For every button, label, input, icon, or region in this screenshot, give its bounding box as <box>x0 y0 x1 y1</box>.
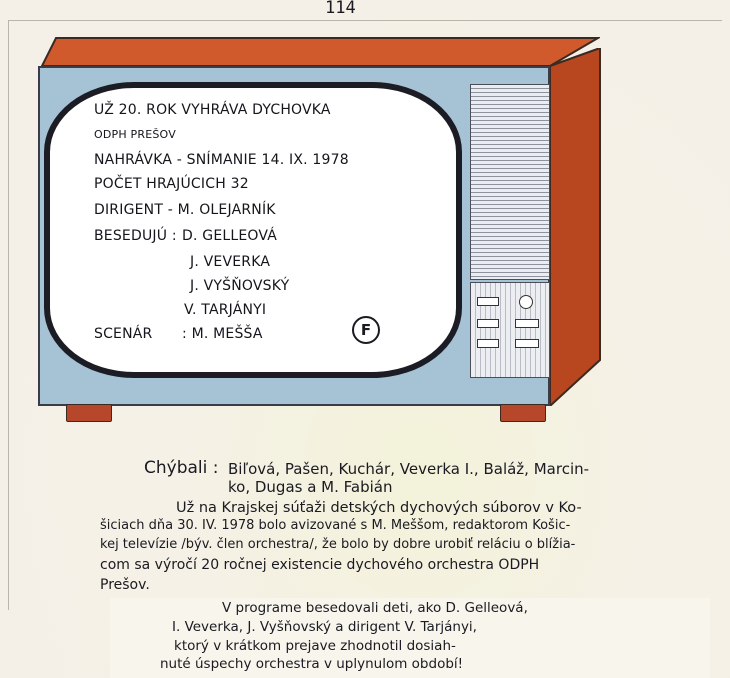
note-line: I. Veverka, J. Vyšňovský a dirigent V. T… <box>172 619 477 635</box>
body-text-line: Už na Krajskej súťaži detských dychových… <box>176 500 582 516</box>
screen-line-guest: J. VEVERKA <box>190 254 271 270</box>
tv-top-panel <box>40 37 600 66</box>
screen-line-recording: NAHRÁVKA - SNÍMANIE 14. IX. 1978 <box>94 152 349 168</box>
top-rule <box>8 20 722 21</box>
screen-line-script-label: SCENÁR <box>94 326 153 342</box>
control-panel <box>470 282 550 378</box>
missing-names-line: ko, Dugas a M. Fabián <box>228 478 393 496</box>
screen-line-title: UŽ 20. ROK VYHRÁVA DYCHOVKA <box>94 102 331 118</box>
note-line: V programe besedovali deti, ako D. Gelle… <box>222 600 528 616</box>
control-button <box>515 319 539 328</box>
screen-line-conductor: DIRIGENT - M. OLEJARNÍK <box>94 202 276 218</box>
note-line: ktorý v krátkom prejave zhodnotil dosiah… <box>174 638 456 654</box>
tv-side-panel <box>550 48 601 406</box>
screen-line-guest: J. VYŠŇOVSKÝ <box>190 278 290 294</box>
screen-line-script-author: : M. MEŠŠA <box>182 326 263 342</box>
control-button <box>477 297 499 306</box>
screen-line-guest: D. GELLEOVÁ <box>182 228 278 244</box>
speaker-grille <box>470 84 550 280</box>
body-text-line: kej televízie /býv. člen orchestra/, že … <box>100 537 576 552</box>
pasted-note: V programe besedovali deti, ako D. Gelle… <box>110 598 710 678</box>
tv-foot-left <box>66 404 112 422</box>
screen-line-org: ODPH PREŠOV <box>94 128 176 141</box>
note-line: nuté úspechy orchestra v uplynulom obdob… <box>160 656 464 672</box>
screen-line-guest: V. TARJÁNYI <box>184 302 267 318</box>
page-number: 114 <box>325 0 356 18</box>
body-text-line: Prešov. <box>100 577 150 593</box>
control-knob <box>519 295 533 309</box>
tv-foot-right <box>500 404 546 422</box>
margin-rule <box>8 20 9 610</box>
screen-line-count: POČET HRAJÚCICH 32 <box>94 176 249 192</box>
control-button <box>477 339 499 348</box>
control-button <box>477 319 499 328</box>
body-text-line: com sa výročí 20 ročnej existencie dycho… <box>100 557 540 573</box>
screen-line-guests-label: BESEDUJÚ : <box>94 228 177 244</box>
logo-emblem: F <box>352 316 380 344</box>
missing-label: Chýbali : <box>144 458 219 478</box>
tv-screen: UŽ 20. ROK VYHRÁVA DYCHOVKA ODPH PREŠOV … <box>44 82 462 378</box>
control-button <box>515 339 539 348</box>
missing-names-line: Biľová, Pašen, Kuchár, Veverka I., Baláž… <box>228 460 590 478</box>
body-text-line: šiciach dňa 30. IV. 1978 bolo avizované … <box>100 518 571 533</box>
